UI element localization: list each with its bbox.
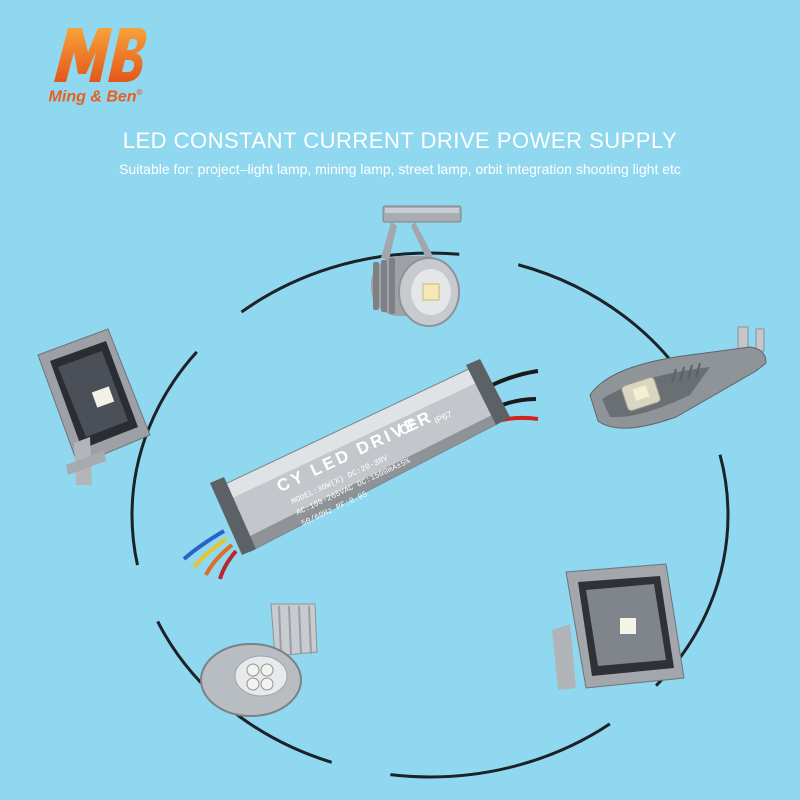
track-light-icon	[371, 205, 462, 327]
page-title: LED CONSTANT CURRENT DRIVE POWER SUPPLY	[122, 128, 678, 153]
driver-ce-mark: CE	[396, 416, 420, 439]
led-driver-unit: CY LED DRIVER CE IP67 MODEL:30W(X) DC:20…	[182, 359, 539, 580]
brand-mark-icon	[54, 28, 147, 82]
mining-lamp-icon	[200, 603, 318, 717]
page-subtitle: Suitable for: project–light lamp, mining…	[119, 161, 681, 177]
brand-name: Ming & Ben®	[28, 88, 163, 106]
brand-name-text: Ming & Ben	[48, 88, 137, 106]
floodlight-right-icon	[552, 563, 685, 690]
floodlight-left-icon	[37, 328, 151, 485]
brand-logo: Ming & Ben®	[28, 22, 163, 110]
street-lamp-icon	[589, 326, 767, 429]
registered-mark: ®	[136, 88, 143, 97]
